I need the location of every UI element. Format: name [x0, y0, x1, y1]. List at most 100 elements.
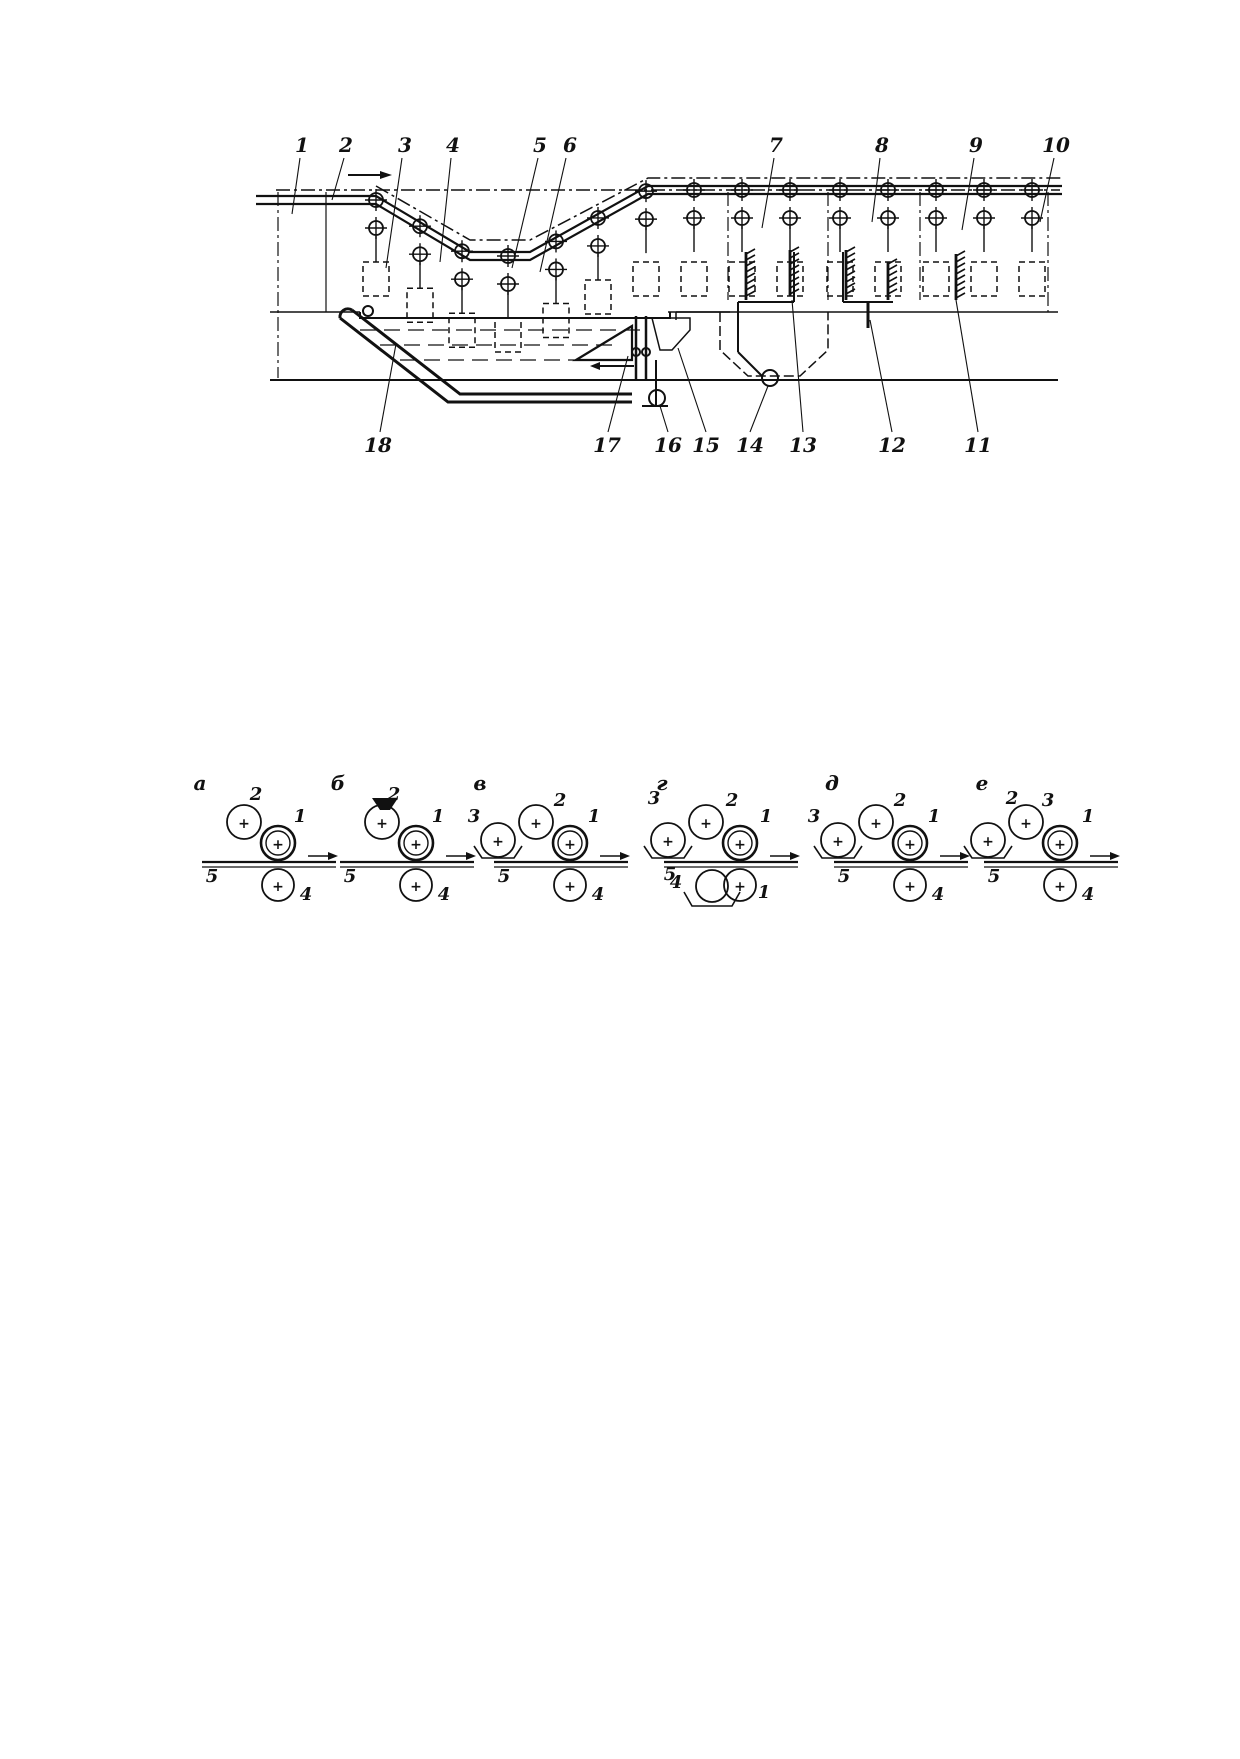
- leader-line: [677, 347, 707, 433]
- part-label-2: 2: [338, 133, 353, 157]
- part-label-13: 13: [789, 433, 817, 457]
- guide-roller: [683, 207, 705, 229]
- roller-label-2: 2: [553, 790, 567, 811]
- roller-2: [518, 804, 554, 840]
- svg-text:+: +: [904, 879, 916, 895]
- leader-line: [539, 157, 567, 273]
- roller-1: [1041, 824, 1079, 862]
- guide-roller: [731, 207, 753, 229]
- part-label-15: 15: [692, 433, 720, 457]
- part-label-12: 12: [878, 433, 906, 457]
- svg-text:+: +: [662, 834, 674, 850]
- guide-roller: [365, 217, 387, 239]
- svg-text:+: +: [530, 816, 542, 832]
- guide-roller: [877, 207, 899, 229]
- guide-roller: [545, 258, 567, 281]
- guide-roller: [635, 208, 657, 231]
- guide-roller: [731, 179, 753, 201]
- roller-label-3: 3: [808, 806, 821, 827]
- svg-text:+: +: [832, 834, 844, 850]
- spray-nozzle-bar: [954, 250, 966, 300]
- roller-label-1: 1: [1082, 806, 1095, 827]
- hopper: [372, 798, 398, 810]
- process-unit-box: [970, 261, 998, 297]
- svg-text:+: +: [982, 834, 994, 850]
- part-label-17: 17: [593, 433, 621, 457]
- guide-roller: [409, 215, 431, 238]
- part-label-14: 14: [736, 433, 764, 457]
- guide-roller: [451, 268, 473, 291]
- part-label-9: 9: [969, 133, 983, 157]
- svg-text:+: +: [238, 816, 250, 832]
- roller-4: [261, 868, 295, 902]
- svg-text:+: +: [700, 816, 712, 832]
- roller-label-1: 1: [760, 806, 773, 827]
- roller-4: [399, 868, 433, 902]
- svg-text:+: +: [376, 816, 388, 832]
- guide-roller: [1021, 179, 1043, 201]
- guide-roller: [1021, 207, 1043, 229]
- guide-roller: [451, 240, 473, 263]
- part-label-6: 6: [563, 133, 577, 157]
- guide-roller: [829, 207, 851, 229]
- leader-line: [871, 157, 881, 223]
- leader-line: [439, 157, 452, 263]
- roller-3: [820, 822, 856, 858]
- roller-label-1: 1: [294, 806, 307, 827]
- trough-lower: [683, 891, 741, 907]
- roller-label-3: 3: [468, 806, 481, 827]
- leader-line: [961, 157, 975, 231]
- process-unit-box: [494, 317, 522, 353]
- fig1-spray-nozzles: [744, 246, 966, 300]
- svg-text:+: +: [870, 816, 882, 832]
- fig1-guide-rollers: [365, 179, 1043, 295]
- part-label-5: 5: [533, 133, 547, 157]
- roller-1: [259, 824, 297, 862]
- process-unit-box: [728, 261, 756, 297]
- panel-letter: е: [976, 771, 989, 795]
- roller-label-4: 4: [300, 884, 313, 905]
- leader-line: [761, 157, 775, 229]
- roller-label-4: 4: [592, 884, 605, 905]
- fig1-leader-lines: [291, 157, 1055, 433]
- part-label-16: 16: [654, 433, 682, 457]
- svg-text:+: +: [904, 837, 916, 853]
- guide-roller: [587, 234, 609, 257]
- guide-roller: [877, 179, 899, 201]
- svg-text:+: +: [410, 837, 422, 853]
- leader-line: [659, 405, 669, 433]
- trough: [473, 845, 523, 859]
- svg-text:+: +: [564, 837, 576, 853]
- guide-roller: [365, 189, 387, 211]
- roller-lower: [695, 869, 729, 903]
- guide-roller: [409, 243, 431, 266]
- part-label-10: 10: [1042, 133, 1070, 157]
- trough: [643, 845, 693, 859]
- guide-roller: [635, 180, 657, 203]
- roller-1: [721, 824, 759, 862]
- roller-label-4: 4: [1082, 884, 1095, 905]
- guide-roller: [779, 179, 801, 201]
- guide-roller: [973, 179, 995, 201]
- direction-arrow: [960, 852, 970, 860]
- trough: [813, 845, 863, 859]
- spray-nozzle-bar: [788, 246, 800, 296]
- roller-label-1: 1: [588, 806, 601, 827]
- leader-line: [291, 157, 301, 215]
- guide-roller: [829, 179, 851, 201]
- leader-line: [749, 385, 769, 433]
- roller-2: [858, 804, 894, 840]
- roller-1: [551, 824, 589, 862]
- roller-label-5: 5: [838, 866, 851, 887]
- roller-label-1: 1: [928, 806, 941, 827]
- process-unit-box: [826, 261, 854, 297]
- spray-nozzle-bar: [844, 246, 856, 300]
- process-unit-box: [680, 261, 708, 297]
- leader-line: [955, 299, 979, 433]
- direction-arrow: [466, 852, 476, 860]
- leader-line: [1039, 157, 1055, 223]
